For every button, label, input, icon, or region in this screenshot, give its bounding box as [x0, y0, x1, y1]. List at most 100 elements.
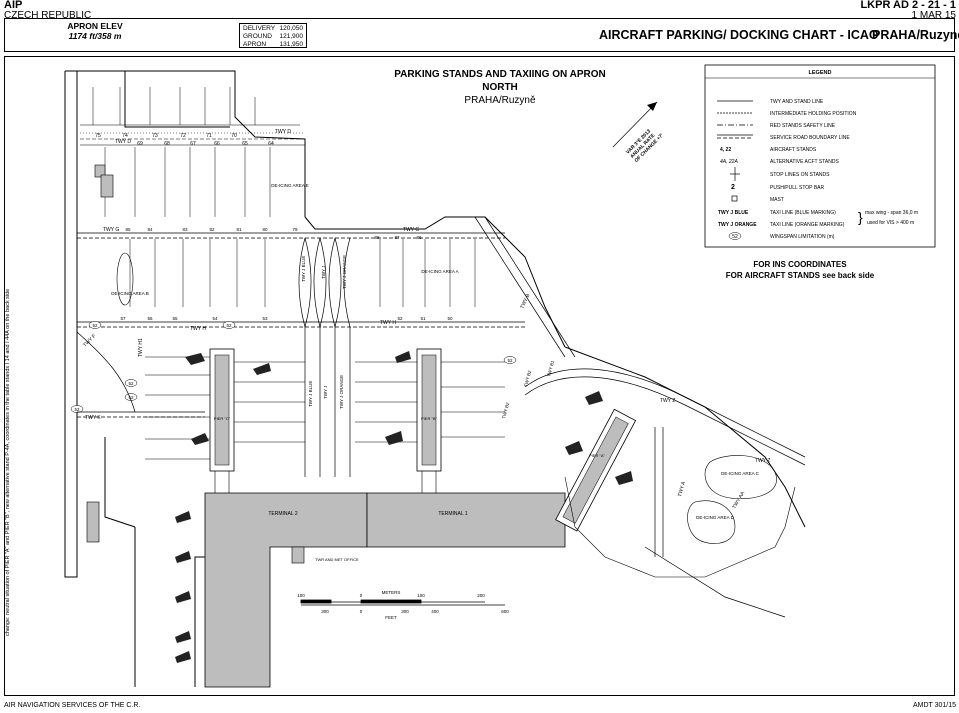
- twy-b2-label: TWY B2: [501, 401, 510, 419]
- twy-g-lines: [77, 232, 505, 239]
- twy-z-label: TWY Z: [755, 458, 770, 464]
- scale-tick: 0: [360, 609, 363, 614]
- deicing-d-outline: [687, 500, 736, 544]
- map-title: PARKING STANDS AND TAXIING ON APRON NORT…: [394, 69, 605, 106]
- pier-a: [555, 408, 637, 532]
- legend: LEGEND TWY AND STAND LINE INTERMEDIATE H…: [704, 64, 936, 248]
- terminal-2: [204, 492, 368, 688]
- stand-label: 85: [125, 227, 131, 232]
- legend-symbol: TWY J ORANGE: [718, 222, 757, 228]
- twy-j-lines: [298, 237, 351, 328]
- pier-c: [209, 348, 235, 472]
- terminal-2-label: TERMINAL 2: [268, 511, 297, 517]
- legend-label: WINGSPAN LIMITATION (m): [770, 234, 835, 240]
- pier-connectors: [214, 471, 437, 493]
- deicing-b-label: DE-ICING AREA B: [111, 291, 149, 296]
- pier-b: [416, 348, 442, 472]
- stand-lines-g: [129, 239, 476, 307]
- legend-title: LEGEND: [809, 70, 832, 76]
- svg-text:52: 52: [92, 323, 98, 328]
- twy-j-orange-label: TWY J ORANGE: [342, 255, 347, 289]
- legend-note-2: used for VIS > 400 m: [867, 220, 914, 226]
- scale-feet-label: FEET: [385, 615, 397, 620]
- stand-label: 70: [231, 133, 237, 139]
- legend-label: AIRCRAFT STANDS: [770, 147, 817, 153]
- twy-h-label: TWY H: [190, 326, 206, 332]
- legend-symbol: 2: [731, 184, 735, 191]
- twy-g-label: TWY G: [403, 227, 419, 233]
- twy-h1-label: TWY H1: [138, 338, 144, 357]
- stand-label: 55: [172, 316, 178, 321]
- stand-label: 68: [164, 141, 170, 147]
- apron-elev-title: APRON ELEV: [67, 21, 123, 31]
- twy-b1-label: TWY B1: [546, 359, 555, 377]
- stand-label: 74: [122, 133, 128, 139]
- legend-labels: TWY AND STAND LINE INTERMEDIATE HOLDING …: [718, 99, 918, 240]
- scale-tick: 100: [417, 593, 425, 598]
- wingspan-marker: 52: [222, 321, 236, 329]
- stand-label: 50: [447, 316, 453, 321]
- east-taxiway-lines: [524, 368, 806, 618]
- ins-note: FOR INS COORDINATES FOR AIRCRAFT STANDS …: [726, 260, 875, 280]
- scale-meters-label: METERS: [382, 590, 401, 595]
- twy-j-label: TWY J: [323, 386, 328, 399]
- publication-label: AIP: [4, 0, 23, 11]
- scale-tick: 400: [431, 609, 439, 614]
- apron-elevation: APRON ELEV 1174 ft/358 m: [59, 21, 131, 41]
- legend-label: STOP LINES ON STANDS: [770, 172, 830, 178]
- twy-g-label: TWY G: [103, 227, 119, 233]
- legend-symbols: [717, 100, 753, 202]
- wingspan-marker: 52: [70, 405, 84, 413]
- pier-stand-lines: [145, 356, 505, 460]
- twy-h-label: TWY H: [380, 320, 396, 326]
- deicing-c-outline: [704, 455, 777, 500]
- stand-label: 81: [236, 227, 242, 232]
- stand-label: 57: [120, 316, 126, 321]
- legend-symbol: 4A, 22A: [720, 159, 738, 165]
- map-title-line3: PRAHA/Ruzyně: [464, 95, 536, 106]
- legend-label: TAXI LINE (ORANGE MARKING): [770, 222, 845, 228]
- scale-tick: 600: [501, 609, 509, 614]
- stand-label: 82: [209, 227, 215, 232]
- svg-text:52: 52: [74, 407, 80, 412]
- stand-label: 79: [292, 227, 298, 232]
- scale-tick: 200: [477, 593, 485, 598]
- scale-tick: 0: [360, 593, 363, 598]
- stand-label: 69: [137, 141, 143, 147]
- stand-label: 52: [397, 316, 403, 321]
- stands-row-d-lines: [80, 124, 305, 146]
- country-label: CZECH REPUBLIC: [4, 10, 92, 21]
- legend-label: TWY AND STAND LINE: [770, 99, 824, 105]
- amendment-side-note: change: neutral situation of PIER "A" an…: [5, 288, 11, 636]
- stand-label: 73: [152, 133, 158, 139]
- legend-label: SERVICE ROAD BOUNDARY LINE: [770, 135, 850, 141]
- legend-label: ALTERNATIVE ACFT STANDS: [770, 159, 839, 165]
- scale-tick: 300: [401, 609, 409, 614]
- stand-label: 86: [416, 235, 422, 240]
- twy-b-label: TWY B: [519, 292, 531, 309]
- stand-lines-d: [92, 87, 271, 217]
- stand-label: 65: [242, 141, 248, 147]
- twy-f-label: TWY F: [82, 333, 97, 348]
- twy-a-label: TWY A: [677, 480, 687, 497]
- svg-text:52: 52: [226, 323, 232, 328]
- ins-note-line1: FOR INS COORDINATES: [753, 260, 847, 269]
- east-boundary: [564, 476, 796, 578]
- footer-left: AIR NAVIGATION SERVICES OF THE C.R.: [4, 702, 141, 709]
- header-left: AIP CZECH REPUBLIC: [4, 0, 91, 21]
- legend-label: TAXI LINE (BLUE MARKING): [770, 210, 836, 216]
- stands-row-g-labels: 85 84 83 82 81 80 79 88 87 86: [125, 227, 422, 240]
- deicing-a-label: DE-ICING AREA A: [421, 269, 458, 274]
- stand-label: 72: [180, 133, 186, 139]
- footer-right: AMDT 301/15: [912, 702, 956, 709]
- issue-date: 1 MAR 15: [911, 10, 956, 21]
- terminal-1: [366, 492, 566, 548]
- svg-text:52: 52: [507, 358, 513, 363]
- twy-j-label: TWY J: [321, 266, 326, 279]
- pier-b-label: PIER "B": [421, 416, 438, 421]
- stand-label: 51: [420, 316, 426, 321]
- wingspan-marker: 52: [88, 321, 102, 329]
